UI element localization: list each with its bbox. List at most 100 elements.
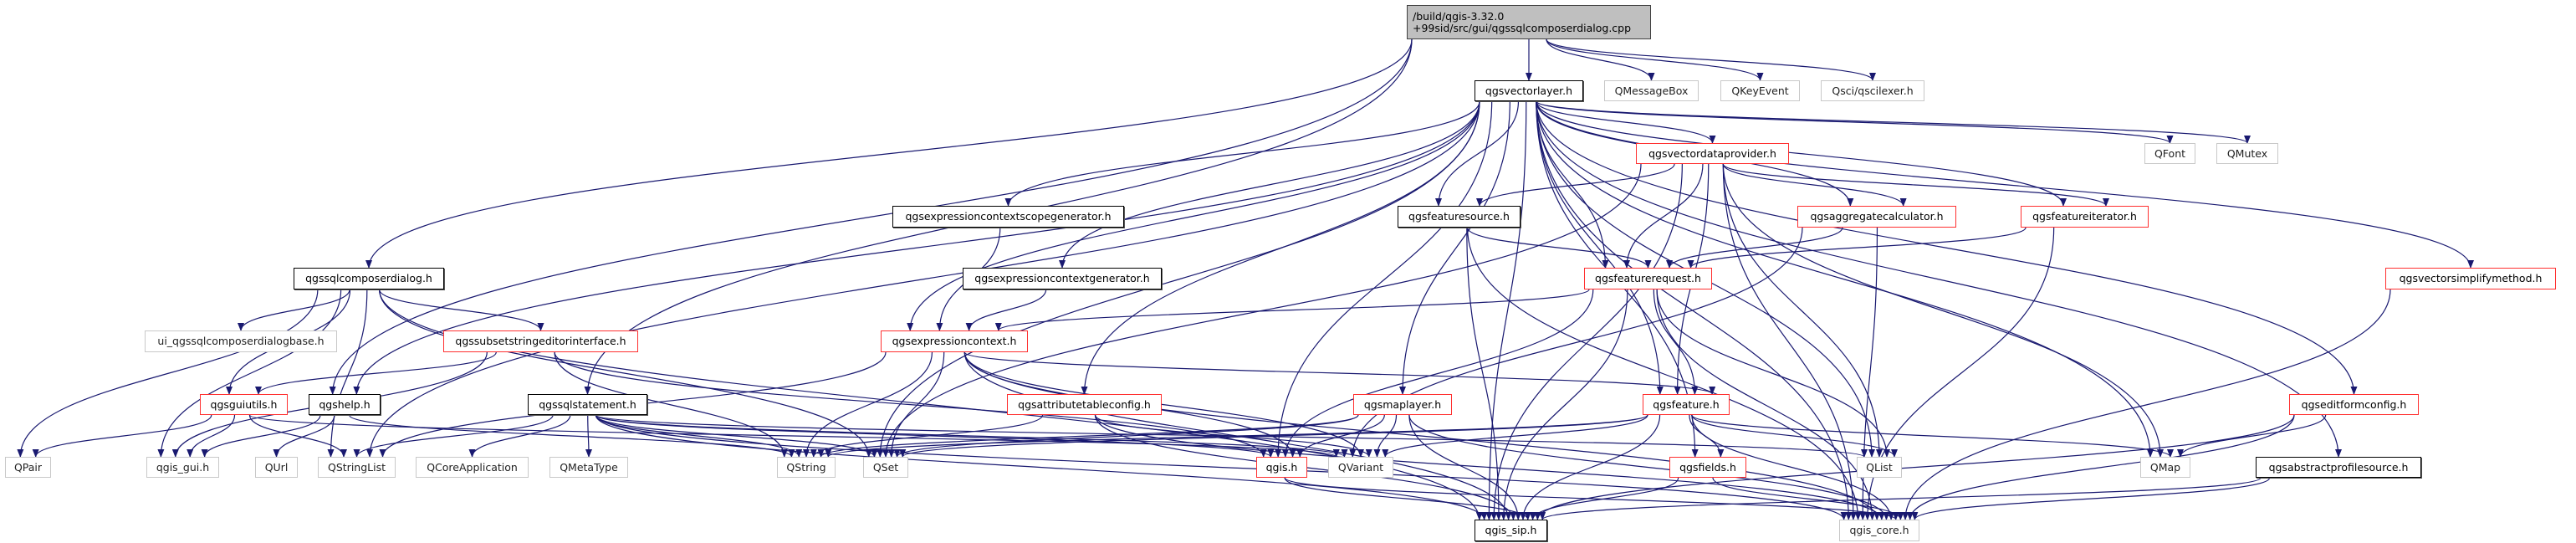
edge-vectordataprovider-to-featureiterator xyxy=(1722,163,2109,207)
node-qscilexer[interactable]: Qsci/qscilexer.h xyxy=(1821,80,1924,101)
edge-abstractprofile-to-qgiscore xyxy=(1911,477,2271,520)
node-qmetatype[interactable]: QMetaType xyxy=(549,457,628,478)
edge-root-to-sqlcomposerdialog xyxy=(365,38,1413,269)
edge-featurerequest-to-qgissip xyxy=(1500,289,1628,520)
edge-vectordataprovider-to-featurerequest xyxy=(1623,163,1704,269)
node-maplayer[interactable]: qgsmaplayer.h xyxy=(1353,394,1452,415)
node-vectorlayer[interactable]: qgsvectorlayer.h xyxy=(1475,80,1583,101)
node-qvariant[interactable]: QVariant xyxy=(1328,457,1393,478)
node-label: QList xyxy=(1866,460,1893,474)
node-sqlcomposerdialog[interactable]: qgssqlcomposerdialog.h xyxy=(294,268,444,289)
node-label: qgsfeature.h xyxy=(1653,397,1720,411)
node-sqlstatement[interactable]: qgssqlstatement.h xyxy=(528,394,647,415)
node-label: QVariant xyxy=(1337,460,1384,474)
node-label: QMessageBox xyxy=(1614,84,1689,97)
node-qurl[interactable]: QUrl xyxy=(255,457,298,478)
node-label: QUrl xyxy=(264,460,289,474)
edge-abstractprofile-to-qgissip xyxy=(1539,477,2262,520)
edge-feature-to-qvariant xyxy=(1382,414,1648,458)
node-exprctxgen[interactable]: qgsexpressioncontextgenerator.h xyxy=(963,268,1162,289)
node-qlist[interactable]: QList xyxy=(1857,457,1902,478)
node-qstring[interactable]: QString xyxy=(777,457,836,478)
node-uibase[interactable]: ui_qgssqlcomposerdialogbase.h xyxy=(145,330,337,352)
edge-editformconfig-to-qmap xyxy=(2177,414,2327,458)
edge-vectordataprovider-to-qlist xyxy=(1722,163,1883,458)
edge-feature-to-qmap xyxy=(1691,414,2174,458)
edge-featuresource-to-featurerequest xyxy=(1467,227,1652,269)
edge-sqlstatement-to-qgissip xyxy=(595,414,1488,520)
edge-vectorlayer-to-vectorsimplify xyxy=(1536,100,2474,269)
node-label: qgsguiutils.h xyxy=(210,397,278,411)
edge-featurerequest-to-qlist xyxy=(1656,289,1890,458)
node-label: qgsfeaturesource.h xyxy=(1408,210,1510,223)
edge-editformconfig-to-qgissip xyxy=(1534,414,2295,520)
edge-exprcontext-to-feature xyxy=(963,351,1715,395)
edge-feature-to-qgissip xyxy=(1520,414,1661,520)
node-label: Qsci/qscilexer.h xyxy=(1832,84,1914,97)
node-label: qgsvectorlayer.h xyxy=(1485,84,1573,97)
edge-qgis-to-qgiscore xyxy=(1284,477,1899,520)
node-feature[interactable]: qgsfeature.h xyxy=(1643,394,1730,415)
node-abstractprofile[interactable]: qgsabstractprofilesource.h xyxy=(2256,457,2421,478)
node-aggregatecalc[interactable]: qgsaggregatecalculator.h xyxy=(1797,206,1956,228)
node-qstringlist[interactable]: QStringList xyxy=(318,457,396,478)
node-guiutils[interactable]: qgsguiutils.h xyxy=(200,394,288,415)
node-qgiscore[interactable]: qgis_core.h xyxy=(1839,520,1919,541)
node-exprscopegen[interactable]: qgsexpressioncontextscopegenerator.h xyxy=(892,206,1124,228)
edge-exprcontext-to-qset xyxy=(887,351,945,458)
edge-vectorlayer-to-qmap xyxy=(1536,100,2154,458)
edge-featurerequest-to-feature xyxy=(1653,289,1699,395)
edge-vectorlayer-to-abstractprofile xyxy=(1536,100,2342,458)
node-label: qgsmaplayer.h xyxy=(1363,397,1442,411)
node-label: QMetaType xyxy=(560,460,618,474)
node-label: qgsattributetableconfig.h xyxy=(1018,397,1151,411)
edge-guiutils-to-qvariant xyxy=(248,414,1340,458)
node-qmutex[interactable]: QMutex xyxy=(2216,143,2278,164)
edge-vectordataprovider-to-qgiscore xyxy=(1722,163,1857,520)
node-qfont[interactable]: QFont xyxy=(2144,143,2195,164)
node-qpair[interactable]: QPair xyxy=(5,457,51,478)
edge-vectordataprovider-to-qmap xyxy=(1722,163,2164,458)
node-vectordataprovider[interactable]: qgsvectordataprovider.h xyxy=(1636,143,1789,164)
node-label: qgssubsetstringeditorinterface.h xyxy=(455,335,626,347)
node-vectorsimplify[interactable]: qgsvectorsimplifymethod.h xyxy=(2385,268,2556,289)
edge-sqlcomposerdialog-to-subsetstring xyxy=(379,289,544,331)
node-qkeyevent[interactable]: QKeyEvent xyxy=(1720,80,1800,101)
node-editformconfig[interactable]: qgseditformconfig.h xyxy=(2289,394,2419,415)
edge-vectorlayer-to-maplayer xyxy=(1399,100,1510,395)
node-qmessagebox[interactable]: QMessageBox xyxy=(1604,80,1699,101)
node-qgissip[interactable]: qgis_sip.h xyxy=(1475,520,1547,541)
node-featureiterator[interactable]: qgsfeatureiterator.h xyxy=(2021,206,2149,228)
node-qgis[interactable]: qgis.h xyxy=(1256,457,1307,478)
node-label: QSet xyxy=(872,460,899,474)
edge-sqlstatement-to-qset xyxy=(595,414,878,458)
node-featuresource[interactable]: qgsfeaturesource.h xyxy=(1398,206,1521,228)
node-label: qgsfields.h xyxy=(1679,460,1736,474)
edge-guiutils-to-qpair xyxy=(32,414,212,458)
node-qmap[interactable]: QMap xyxy=(2140,457,2190,478)
edge-help-to-qurl xyxy=(273,414,335,458)
edge-fields-to-qgiscore xyxy=(1712,477,1904,520)
edge-vectorsimplify-to-qgiscore xyxy=(1902,289,2391,520)
node-label: qgsabstractprofilesource.h xyxy=(2268,460,2409,474)
node-label: qgsaggregatecalculator.h xyxy=(1810,210,1944,223)
edge-featureiterator-to-featurerequest xyxy=(1687,227,2027,269)
node-qset[interactable]: QSet xyxy=(863,457,908,478)
edge-sqlstatement-to-qstringlist xyxy=(353,414,554,458)
node-qgisgui[interactable]: qgis_gui.h xyxy=(146,457,219,478)
edge-vectorlayer-to-featureiterator xyxy=(1536,100,2067,207)
node-qcoreapp[interactable]: QCoreApplication xyxy=(416,457,529,478)
edge-exprcontext-to-qstring xyxy=(803,351,933,458)
node-fields[interactable]: qgsfields.h xyxy=(1669,457,1746,478)
node-exprcontext[interactable]: qgsexpressioncontext.h xyxy=(881,330,1028,352)
node-root[interactable]: /build/qgis-3.32.0 +99sid/src/gui/qgssql… xyxy=(1407,5,1651,39)
edge-root-to-qmessagebox xyxy=(1546,38,1655,81)
node-attrtableconfig[interactable]: qgsattributetableconfig.h xyxy=(1007,394,1162,415)
edge-vectorlayer-to-vectordataprovider xyxy=(1536,100,1716,144)
node-featurerequest[interactable]: qgsfeaturerequest.h xyxy=(1584,268,1712,289)
edge-vectorlayer-to-help xyxy=(353,100,1480,395)
node-subsetstring[interactable]: qgssubsetstringeditorinterface.h xyxy=(443,330,638,352)
edge-vectorlayer-to-exprctxgen xyxy=(1059,100,1480,269)
node-help[interactable]: qgshelp.h xyxy=(309,394,381,415)
